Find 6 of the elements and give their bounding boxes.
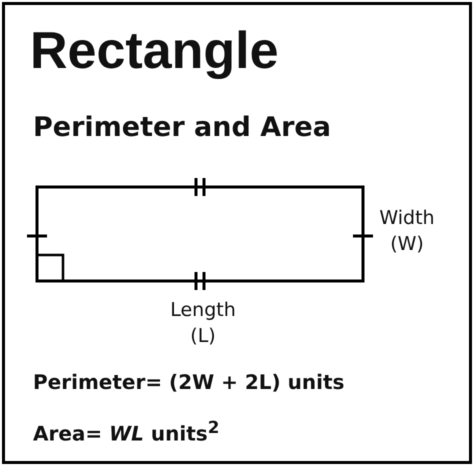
- formula: Perimeter= (2W + 2L) units: [33, 370, 344, 394]
- dimension-label: Width (W): [378, 206, 436, 257]
- formula: Area= WL units$^{2}$: [33, 418, 220, 446]
- title: Rectangle: [30, 22, 279, 82]
- subtitle: Perimeter and Area: [33, 112, 331, 143]
- dimension-label: Length (L): [169, 298, 237, 349]
